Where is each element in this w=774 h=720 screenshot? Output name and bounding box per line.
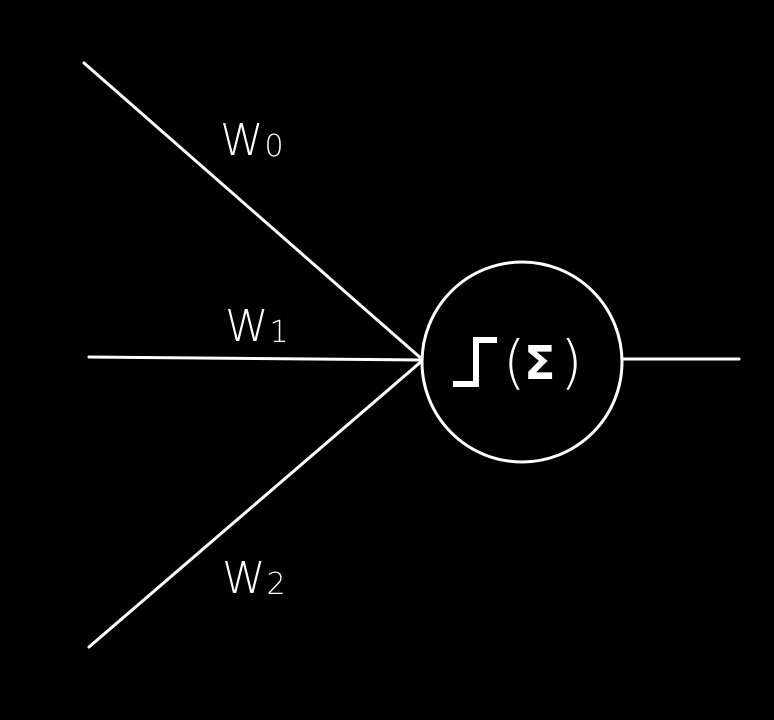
step-function-icon [453, 337, 497, 387]
weight-label-0: W0 [220, 115, 284, 166]
close-paren: ) [560, 328, 583, 396]
input-edge-2 [87, 358, 425, 649]
weight-label-2: W2 [222, 553, 286, 604]
weight-label-1: W1 [225, 301, 289, 352]
input-edge-0 [82, 61, 425, 362]
open-paren: ( [503, 328, 526, 396]
neuron-node [420, 260, 624, 464]
input-edge-1 [87, 355, 425, 362]
sigma-symbol: Σ [524, 336, 555, 390]
